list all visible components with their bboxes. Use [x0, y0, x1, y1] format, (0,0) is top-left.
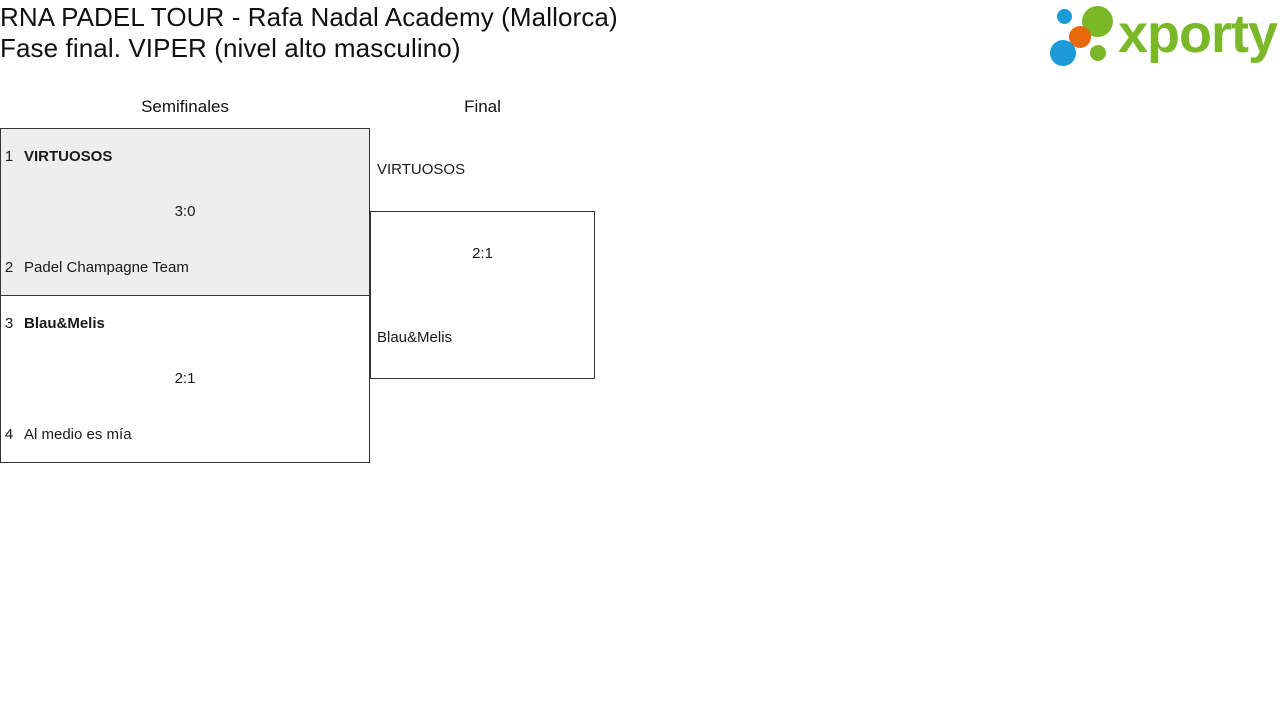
match-semifinal-1-score: 3:0: [174, 203, 196, 220]
page-header: RNA PADEL TOUR - Rafa Nadal Academy (Mal…: [0, 0, 1280, 80]
match-semifinal-2-team-bottom[interactable]: 4 Al medio es mía: [1, 426, 132, 443]
round-header-final: Final: [464, 97, 501, 116]
match-semifinal-2[interactable]: 3 Blau&Melis 2:1 4 Al medio es mía: [0, 295, 370, 463]
seed-number: 2: [4, 259, 14, 276]
logo-dot-orange-icon: [1069, 26, 1091, 48]
team-name: VIRTUOSOS: [24, 148, 113, 165]
logo-wordmark: xporty: [1118, 4, 1278, 64]
match-semifinal-2-team-top[interactable]: 3 Blau&Melis: [1, 315, 105, 332]
logo-dot-blue-large-icon: [1050, 40, 1076, 66]
match-semifinal-1[interactable]: 1 VIRTUOSOS 3:0 2 Padel Champagne Team: [0, 128, 370, 296]
match-final[interactable]: [370, 211, 595, 379]
match-final-team-bottom[interactable]: Blau&Melis: [377, 329, 453, 346]
bracket-connector-bottom: [370, 378, 371, 379]
seed-number: 4: [4, 426, 14, 443]
logo-dot-blue-small-icon: [1057, 9, 1072, 24]
match-semifinal-1-team-top[interactable]: 1 VIRTUOSOS: [1, 148, 113, 165]
match-final-team-top[interactable]: VIRTUOSOS: [377, 161, 466, 178]
match-semifinal-2-score: 2:1: [174, 370, 196, 387]
xporty-logo[interactable]: xporty: [1048, 4, 1278, 70]
seed-number: 3: [4, 315, 14, 332]
tournament-title: RNA PADEL TOUR - Rafa Nadal Academy (Mal…: [0, 2, 1000, 64]
tournament-title-line-1: RNA PADEL TOUR - Rafa Nadal Academy (Mal…: [0, 2, 618, 32]
match-semifinal-1-team-bottom[interactable]: 2 Padel Champagne Team: [1, 259, 189, 276]
logo-dot-green-small-icon: [1090, 45, 1106, 61]
team-name: Blau&Melis: [24, 315, 105, 332]
logo-dots-icon: [1048, 4, 1122, 68]
seed-number: 1: [4, 148, 14, 165]
round-header-semifinals: Semifinales: [141, 97, 229, 116]
bracket-connector-top: [370, 211, 371, 212]
match-final-score: 2:1: [472, 245, 493, 262]
tournament-title-line-2: Fase final. VIPER (nivel alto masculino): [0, 33, 461, 63]
team-name: Padel Champagne Team: [24, 259, 189, 276]
team-name: Al medio es mía: [24, 426, 132, 443]
